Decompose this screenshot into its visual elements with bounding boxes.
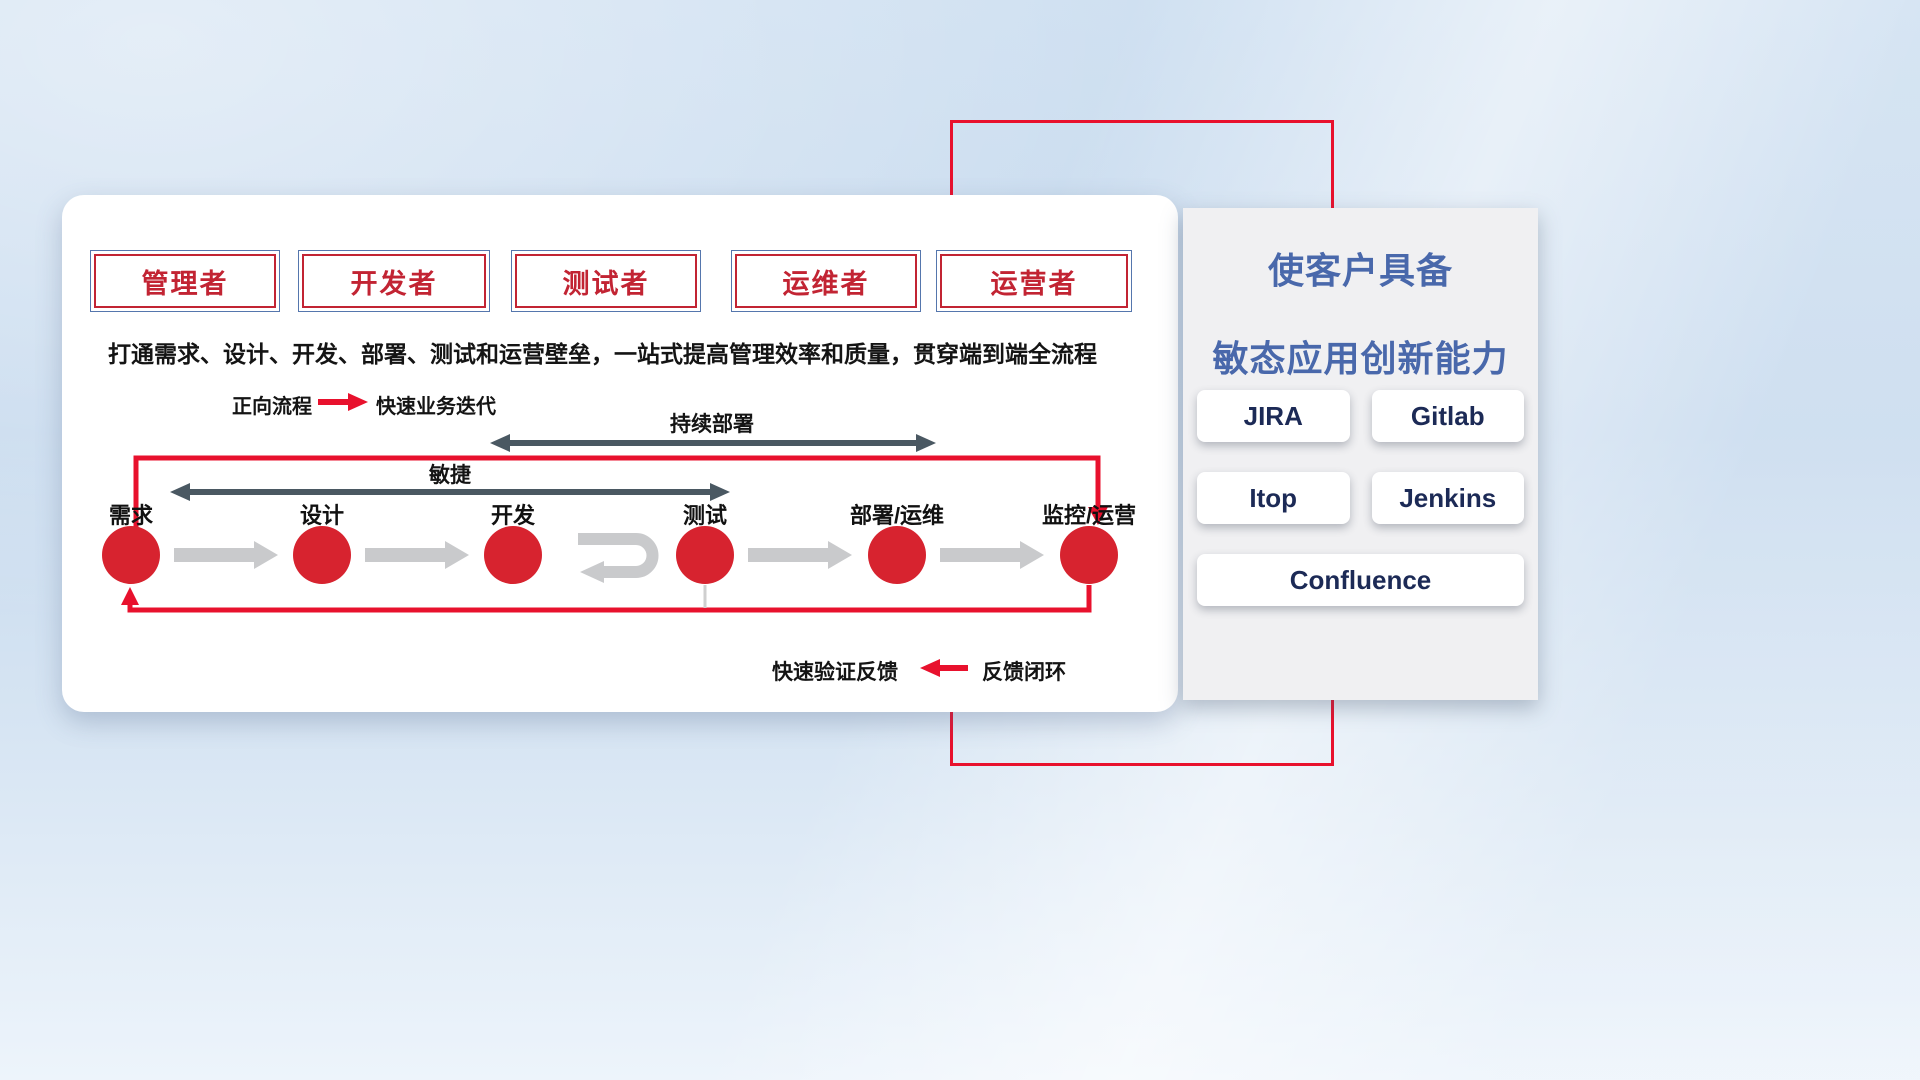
stage-node-design <box>293 526 351 584</box>
stage-label-requirements: 需求 <box>108 503 154 528</box>
continuous-deploy-arrow <box>490 434 936 452</box>
stage-node-requirements <box>102 526 160 584</box>
tool-chip-grid: JIRA Gitlab Itop Jenkins Confluence <box>1197 390 1524 606</box>
role-box-tester: 测试者 <box>511 250 701 312</box>
role-box-operator-label: 运营者 <box>940 254 1128 308</box>
tool-chip-itop: Itop <box>1197 472 1350 524</box>
continuous-deploy-label: 持续部署 <box>670 413 754 436</box>
role-box-tester-label: 测试者 <box>515 254 697 308</box>
tool-chip-jira: JIRA <box>1197 390 1350 442</box>
stage-node-deploy-ops <box>868 526 926 584</box>
forward-legend-desc: 快速业务迭代 <box>376 396 496 418</box>
stage-arrow-5-head <box>1020 541 1044 569</box>
flow-subtitle: 打通需求、设计、开发、部署、测试和运营壁垒，一站式提高管理效率和质量，贯穿端到端… <box>108 341 1097 367</box>
stage-label-design: 设计 <box>299 503 345 528</box>
role-box-manager: 管理者 <box>90 250 280 312</box>
agile-label: 敏捷 <box>429 464 471 487</box>
stage-node-development <box>484 526 542 584</box>
role-box-operator: 运营者 <box>936 250 1132 312</box>
stage-arrow-1 <box>174 548 254 562</box>
stage-label-monitor-operations: 监控/运营 <box>1041 503 1137 528</box>
flow-diagram <box>102 393 1118 677</box>
role-box-ops: 运维者 <box>731 250 921 312</box>
panel-title-line1: 使客户具备 <box>1267 250 1453 291</box>
stage-node-testing <box>676 526 734 584</box>
stage-arrow-4 <box>748 548 828 562</box>
tool-chip-jenkins: Jenkins <box>1371 472 1524 524</box>
panel-title-line2: 敏态应用创新能力 <box>1212 338 1509 379</box>
iteration-loop-arrow <box>578 533 659 583</box>
feedback-flow-arrowhead <box>121 587 139 605</box>
feedback-legend-label: 反馈闭环 <box>982 661 1066 684</box>
forward-flow-arrowhead <box>1088 507 1108 525</box>
stage-arrow-5 <box>940 548 1020 562</box>
stage-arrows <box>174 541 1044 569</box>
role-box-developer-label: 开发者 <box>302 254 486 308</box>
feedback-legend-desc: 快速验证反馈 <box>772 661 898 684</box>
forward-legend-label: 正向流程 <box>232 396 312 418</box>
stage-node-monitor-operations <box>1060 526 1118 584</box>
stage-arrow-2 <box>365 548 445 562</box>
stage-label-deploy-ops: 部署/运维 <box>849 503 945 528</box>
forward-flow-line <box>133 455 1108 531</box>
feedback-legend-arrow <box>920 659 968 677</box>
role-box-ops-label: 运维者 <box>735 254 917 308</box>
stage-label-testing: 测试 <box>682 503 728 528</box>
stage-arrow-1-head <box>254 541 278 569</box>
feedback-flow-line <box>121 585 1092 613</box>
capability-panel: 使客户具备 敏态应用创新能力 JIRA Gitlab Itop Jenkins … <box>1183 208 1538 700</box>
role-box-developer: 开发者 <box>298 250 490 312</box>
forward-legend-arrow <box>318 393 368 411</box>
stage-nodes <box>102 526 1118 584</box>
stage-arrow-2-head <box>445 541 469 569</box>
stage-label-development: 开发 <box>490 503 536 528</box>
tool-chip-gitlab: Gitlab <box>1371 390 1524 442</box>
role-box-manager-label: 管理者 <box>94 254 276 308</box>
stage-arrow-4-head <box>828 541 852 569</box>
agile-arrow <box>170 483 730 501</box>
tool-chip-confluence: Confluence <box>1197 554 1524 606</box>
devops-flow-card: 管理者 开发者 测试者 运维者 运营者 打通需求、设计、开发、部署、测试和运营壁… <box>62 195 1178 712</box>
